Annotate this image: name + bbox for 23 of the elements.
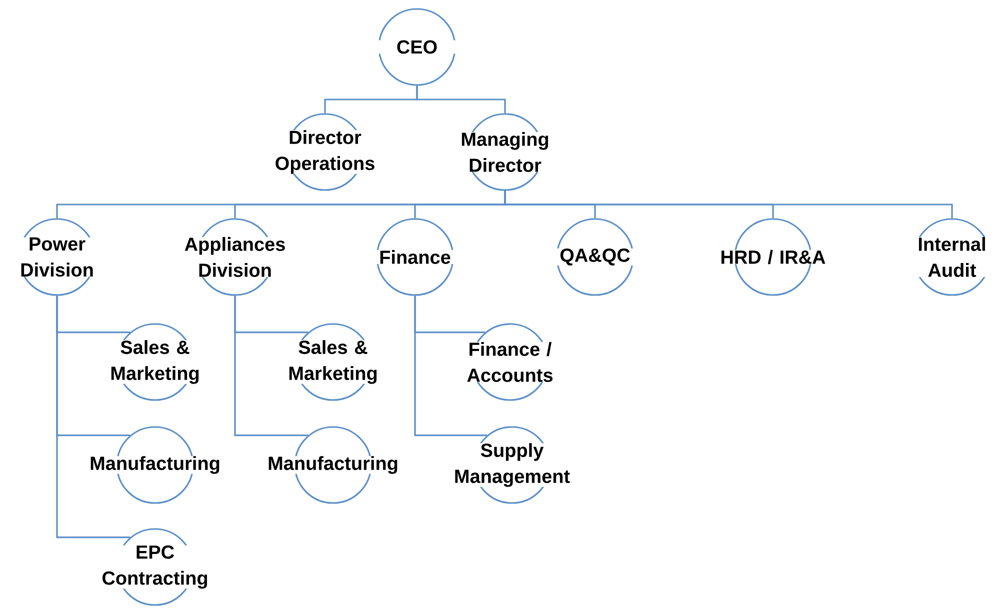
circle-node: QA&QC [545, 218, 645, 296]
circle-node: Internal Audit [907, 218, 998, 296]
circle-node: Finance / Accounts [450, 323, 570, 401]
circle-node: Sales & Marketing [273, 323, 393, 401]
circle-node: Finance [365, 218, 465, 296]
node-label: EPC Contracting [102, 545, 208, 589]
connector-line [234, 296, 308, 436]
circle-node: CEO [372, 8, 462, 86]
connector-line [56, 296, 130, 538]
node-label: Supply Management [455, 443, 570, 487]
circle-node: Power Division [7, 218, 107, 296]
circle-node: Supply Management [437, 426, 587, 504]
circle-node: Sales & Marketing [95, 323, 215, 401]
connector-line [504, 190, 953, 218]
circle-node: Director Operations [260, 113, 390, 191]
connector-line [416, 86, 506, 114]
circle-node: Appliances Division [170, 218, 300, 296]
circle-node: Manufacturing [80, 426, 230, 504]
circle-node: Manufacturing [258, 426, 408, 504]
connector-line [414, 296, 488, 436]
circle-node: HRD / IR&A [703, 218, 844, 296]
circle-node: Managing Director [440, 113, 570, 191]
circle-node: EPC Contracting [85, 528, 225, 606]
